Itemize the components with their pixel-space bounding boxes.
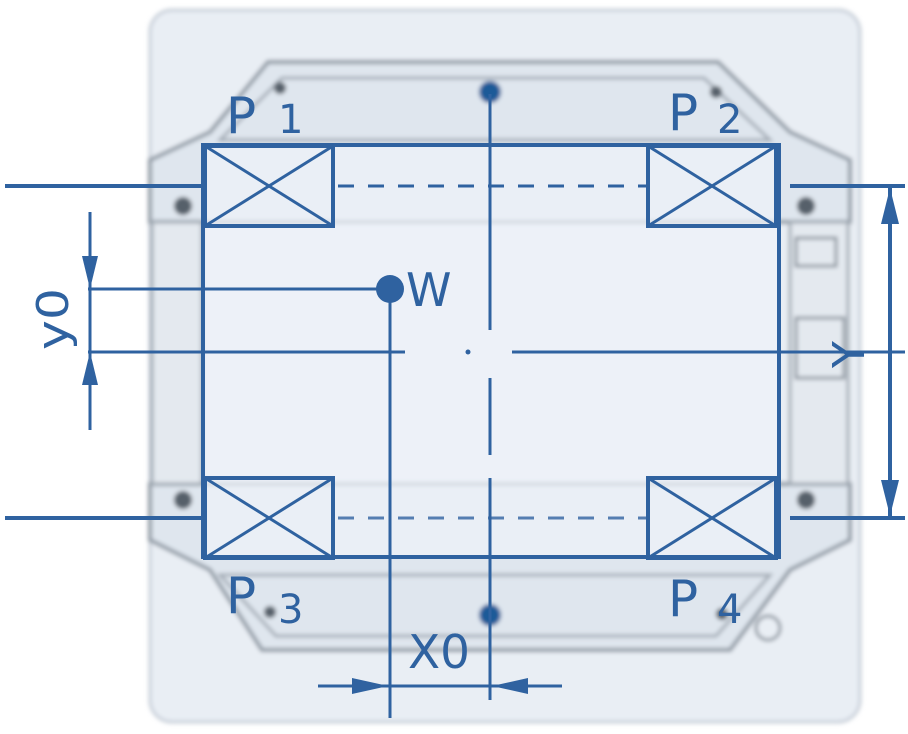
- load-cell-p1: [203, 144, 335, 228]
- label-p4: P 4: [668, 570, 742, 633]
- upper-frame-inner: [216, 76, 774, 142]
- x0-arrow-left: [492, 678, 528, 694]
- corner-fixtures: [174, 82, 815, 620]
- center-point: [465, 349, 471, 355]
- y0-dimension: [82, 212, 98, 430]
- weight-point-marker: [376, 275, 404, 303]
- y0-arrow-up: [82, 352, 98, 385]
- y-span-arrow-top: [881, 188, 899, 224]
- label-p4-letter: P: [668, 570, 698, 628]
- right-side-block-2: [794, 316, 846, 380]
- x0-dimension: [318, 678, 562, 694]
- label-p2-letter: P: [668, 84, 698, 142]
- y-span-arrow-bottom: [881, 480, 899, 516]
- lower-frame-inner: [216, 573, 774, 638]
- label-p1-index: 1: [278, 97, 303, 143]
- label-p2-index: 2: [717, 97, 742, 143]
- bottom-right-screw: [754, 614, 782, 642]
- right-side-block-1: [794, 236, 838, 268]
- label-y0: y0: [28, 288, 79, 350]
- label-y-span: Y: [824, 341, 875, 369]
- label-p3-letter: P: [226, 567, 256, 625]
- label-weight-point: W: [406, 263, 451, 317]
- label-p2: P 2: [668, 84, 742, 143]
- top-center-pin: [479, 81, 501, 103]
- load-cell-p4: [646, 476, 778, 560]
- label-p3: P 3: [226, 567, 303, 633]
- label-p1-letter: P: [226, 87, 256, 145]
- y0-arrow-down: [82, 256, 98, 289]
- x0-arrow-right: [352, 678, 388, 694]
- load-cell-p2: [646, 144, 778, 228]
- label-p1: P 1: [226, 87, 303, 145]
- label-p3-index: 3: [278, 587, 303, 633]
- diagram-overlay: P 1 P 2 P 3 P 4 W X0 y0 Y: [5, 84, 905, 718]
- label-x0: X0: [408, 625, 470, 679]
- y-span-dimension: [881, 186, 899, 518]
- label-p4-index: 4: [717, 587, 742, 633]
